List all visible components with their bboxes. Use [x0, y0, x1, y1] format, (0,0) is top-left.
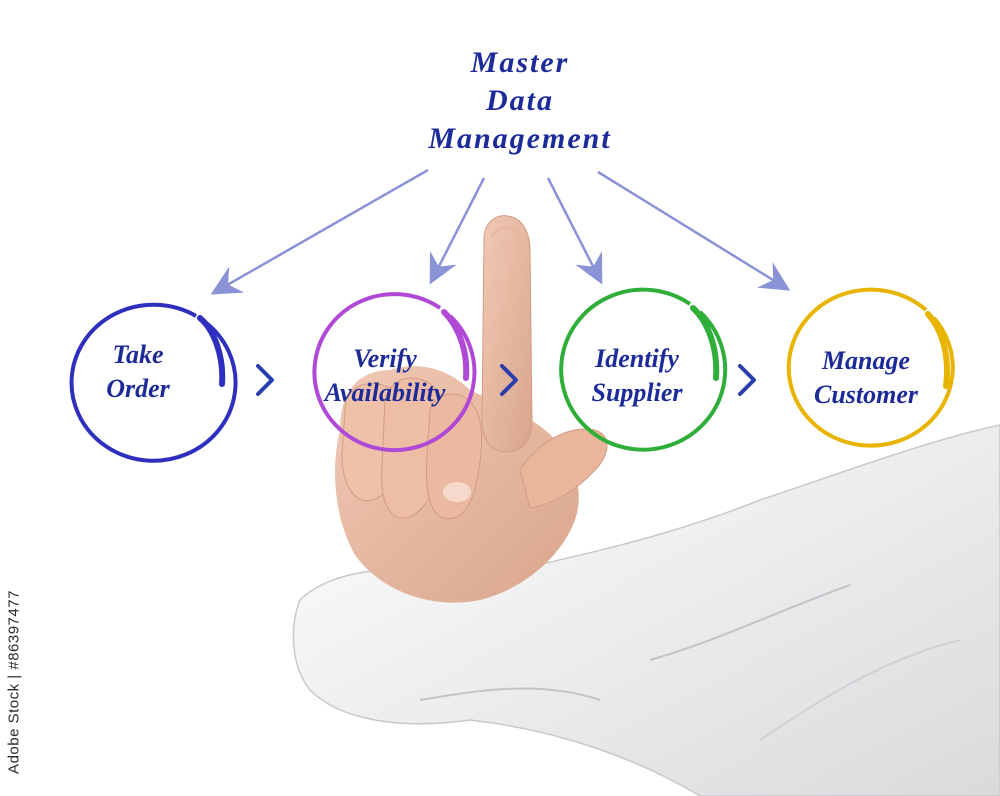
node-label-line-2: Customer	[813, 380, 919, 409]
node-label-line-1: Verify	[353, 344, 417, 373]
chevron-right-icon	[256, 364, 274, 396]
node-label-line-2: Order	[106, 374, 170, 403]
node-label-line-2: Availability	[324, 378, 446, 407]
node-rings	[69, 287, 955, 463]
diagram-title: Master Data Management	[360, 44, 680, 158]
stock-watermark: Adobe Stock | #86397477	[2, 572, 26, 792]
node-manage-customer: Manage Customer	[776, 344, 956, 412]
arrow-to-identify-supplier	[546, 177, 603, 285]
hand-illustration	[292, 215, 1000, 796]
node-label-line-1: Take	[112, 340, 164, 369]
arrow-to-manage-customer	[597, 170, 791, 291]
node-label-line-1: Manage	[821, 346, 911, 375]
title-line-3: Management	[428, 122, 612, 155]
chevron-right-icon	[500, 364, 518, 396]
node-verify-availability: Verify Availability	[295, 342, 475, 410]
ring-verify-availability	[312, 292, 477, 453]
ring-take-order	[69, 302, 238, 463]
node-identify-supplier: Identify Supplier	[547, 342, 727, 410]
title-line-1: Master	[470, 46, 570, 79]
ring-manage-customer	[786, 287, 955, 448]
connector-arrows	[210, 168, 791, 295]
arrow-to-take-order	[210, 168, 429, 295]
node-label-line-1: Identify	[595, 344, 679, 373]
watermark-text: Adobe Stock | #86397477	[5, 590, 23, 774]
chevron-right-icon	[738, 364, 756, 396]
title-line-2: Data	[486, 84, 554, 117]
node-label-line-2: Supplier	[591, 378, 683, 407]
arrow-to-verify-availability	[429, 177, 486, 285]
node-take-order: Take Order	[48, 338, 228, 406]
flow-chevrons	[256, 364, 756, 396]
ring-identify-supplier	[559, 287, 728, 452]
